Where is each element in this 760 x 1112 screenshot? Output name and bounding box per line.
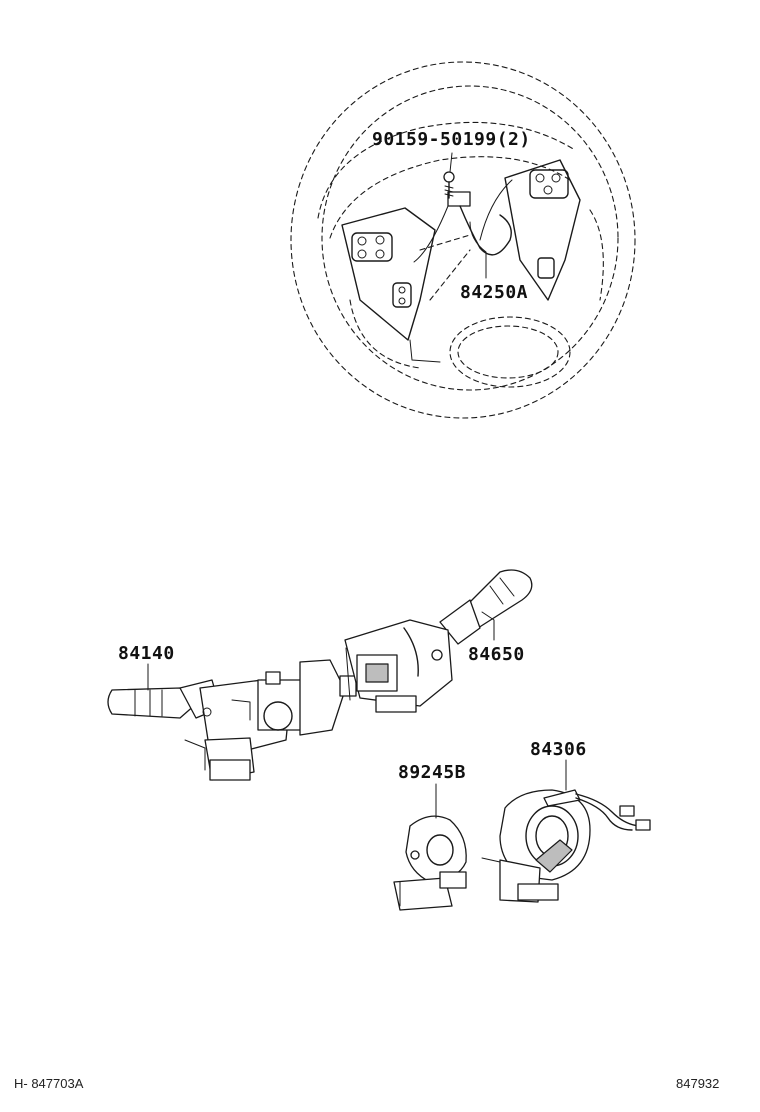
callout-turn-signal-switch: 84140	[118, 643, 175, 664]
steering-wheel	[290, 61, 636, 419]
callout-screw: 90159-50199(2)	[372, 129, 531, 150]
cable-sub-assembly	[393, 815, 467, 911]
callout-spiral-cable: 84306	[530, 739, 587, 760]
spiral-cable	[481, 789, 651, 903]
illustration-code-right: 847932	[676, 1076, 719, 1091]
callout-cable-sub-assembly: 89245B	[398, 762, 466, 783]
screw-icon	[443, 171, 455, 199]
callout-steering-switch: 84250A	[460, 282, 528, 303]
turn-signal-switch	[107, 659, 357, 781]
leader-lines	[147, 152, 567, 819]
steering-switch-harness	[413, 191, 512, 301]
steering-pad-switch-left	[341, 207, 441, 363]
illustration-code-left: H- 847703A	[14, 1076, 84, 1091]
steering-pad-switch-right	[479, 159, 581, 301]
callout-wiper-switch: 84650	[468, 644, 525, 665]
wiper-switch	[344, 569, 533, 713]
